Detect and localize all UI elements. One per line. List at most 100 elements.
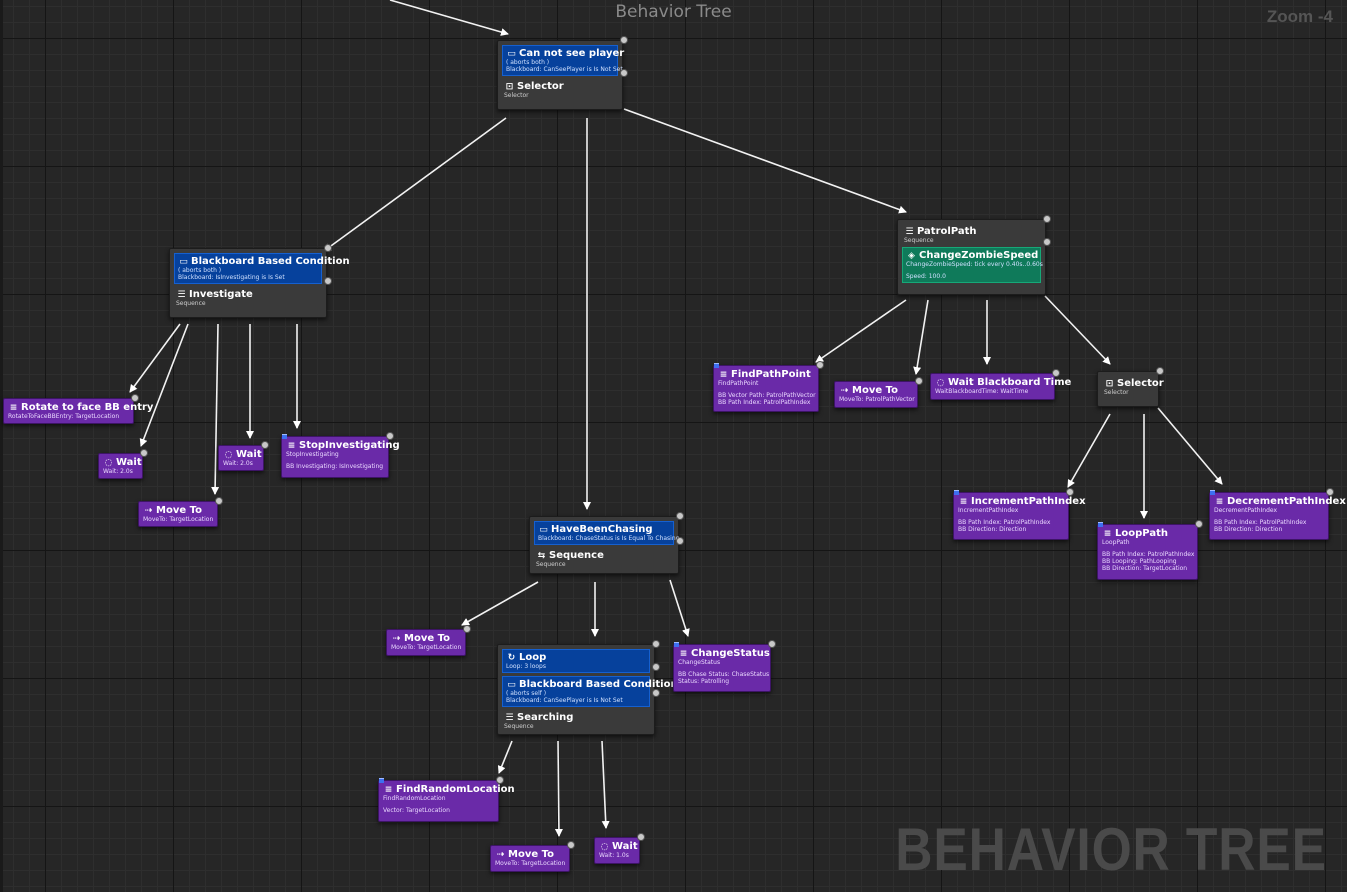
patrol-selector-node[interactable]: ⊡Selector Selector — [1097, 367, 1164, 407]
decorator-abort: ( aborts self ) — [506, 690, 547, 697]
decorator-abort: ( aborts both ) — [506, 59, 550, 66]
node-pin[interactable] — [1156, 367, 1164, 375]
node-pin[interactable] — [261, 441, 269, 449]
task-wait[interactable]: ◌Wait Wait: 1.0s — [594, 833, 645, 864]
wire — [601, 740, 610, 829]
node-pin[interactable] — [140, 449, 148, 457]
wait-icon: ◌ — [936, 378, 945, 388]
decorator-have-been-chasing[interactable]: ▭HaveBeenChasing Blackboard: ChaseStatus… — [534, 521, 679, 545]
node-pin[interactable] — [620, 69, 628, 77]
wait-icon: ◌ — [224, 450, 233, 460]
task-desc: WaitBlackboardTime: WaitTime — [935, 388, 1029, 395]
task-stop-investigating[interactable]: ≡StopInvestigating StopInvestigating BB … — [281, 432, 400, 478]
task-desc: Wait: 2.0s — [223, 460, 253, 467]
task-desc: MoveTo: TargetLocation — [495, 860, 566, 867]
task-decrement-path-index[interactable]: ≡DecrementPathIndex DecrementPathIndex B… — [1209, 488, 1346, 540]
task-wait[interactable]: ◌Wait Wait: 2.0s — [218, 441, 269, 471]
task-title: Move To — [852, 385, 898, 396]
node-pin[interactable] — [1066, 488, 1074, 496]
node-title: PatrolPath — [917, 226, 977, 237]
node-pin[interactable] — [1195, 520, 1203, 528]
node-pin[interactable] — [1326, 488, 1334, 496]
task-desc: StopInvestigating — [286, 451, 339, 458]
node-pin[interactable] — [652, 689, 660, 697]
task-param: BB Path Index: PatrolPathIndex — [718, 399, 811, 406]
task-title: Rotate to face BB entry — [21, 402, 154, 413]
node-pin[interactable] — [567, 841, 575, 849]
node-flag — [282, 434, 287, 439]
task-move-to[interactable]: ⇢Move To MoveTo: PatrolPathVector — [834, 377, 923, 408]
node-pin[interactable] — [496, 776, 504, 784]
move-to-icon: ⇢ — [392, 634, 401, 644]
node-pin[interactable] — [915, 377, 923, 385]
zoom-level: Zoom -4 — [1266, 7, 1333, 26]
node-pin[interactable] — [131, 394, 139, 402]
node-pin[interactable] — [620, 36, 628, 44]
service-change-zombie-speed[interactable]: ◈ChangeZombieSpeed ChangeZombieSpeed: ti… — [902, 247, 1043, 283]
decorator-blackboard-condition[interactable]: ▭Blackboard Based Condition ( aborts bot… — [174, 253, 350, 284]
root-selector-node[interactable]: ▭Can not see player ( aborts both ) Blac… — [497, 36, 628, 110]
node-pin[interactable] — [1043, 238, 1051, 246]
node-pin[interactable] — [1052, 369, 1060, 377]
task-param: BB Path Index: PatrolPathIndex — [958, 519, 1051, 526]
task-find-random-location[interactable]: ≡FindRandomLocation FindRandomLocation V… — [378, 776, 515, 822]
task-desc: FindRandomLocation — [383, 795, 446, 802]
node-pin[interactable] — [637, 833, 645, 841]
task-increment-path-index[interactable]: ≡IncrementPathIndex IncrementPathIndex B… — [953, 488, 1086, 540]
task-param: BB Looping: PathLooping — [1102, 558, 1177, 565]
selector-icon: ⊡ — [1105, 379, 1114, 389]
task-title: LoopPath — [1115, 528, 1168, 539]
task-find-path-point[interactable]: ≡FindPathPoint FindPathPoint BB Vector P… — [713, 361, 824, 412]
node-subtitle: Selector — [504, 92, 529, 99]
service-title: ChangeZombieSpeed — [919, 250, 1039, 261]
node-pin[interactable] — [324, 277, 332, 285]
decorator-title: Blackboard Based Condition — [191, 256, 350, 267]
task-move-to[interactable]: ⇢Move To MoveTo: TargetLocation — [490, 841, 575, 872]
node-pin[interactable] — [676, 537, 684, 545]
decorator-icon: ▭ — [539, 525, 548, 535]
graph-left-edge — [0, 0, 3, 892]
node-flag — [954, 490, 959, 495]
node-pin[interactable] — [324, 244, 332, 252]
investigate-node[interactable]: ▭Blackboard Based Condition ( aborts bot… — [169, 244, 350, 318]
task-rotate-to-face[interactable]: ≡Rotate to face BB entry RotateToFaceBBE… — [3, 394, 153, 424]
node-pin[interactable] — [1043, 215, 1051, 223]
task-icon: ≡ — [1215, 497, 1224, 507]
task-title: FindPathPoint — [731, 369, 811, 380]
task-move-to[interactable]: ⇢Move To MoveTo: TargetLocation — [386, 625, 471, 656]
task-move-to[interactable]: ⇢Move To MoveTo: TargetLocation — [138, 497, 223, 527]
node-pin[interactable] — [652, 663, 660, 671]
node-pin[interactable] — [386, 432, 394, 440]
decorator-blackboard-condition[interactable]: ▭Blackboard Based Condition ( aborts sel… — [502, 676, 678, 707]
task-desc: MoveTo: PatrolPathVector — [839, 396, 915, 403]
task-title: Wait Blackboard Time — [948, 377, 1072, 388]
task-desc: Wait: 1.0s — [599, 852, 629, 859]
have-been-chasing-node[interactable]: ▭HaveBeenChasing Blackboard: ChaseStatus… — [529, 512, 684, 574]
task-desc: FindPathPoint — [718, 380, 759, 387]
node-pin[interactable] — [768, 640, 776, 648]
task-wait[interactable]: ◌Wait Wait: 2.0s — [98, 449, 148, 479]
node-pin[interactable] — [652, 640, 660, 648]
node-pin[interactable] — [816, 361, 824, 369]
wait-icon: ◌ — [104, 458, 113, 468]
task-wait-blackboard-time[interactable]: ◌Wait Blackboard Time WaitBlackboardTime… — [930, 369, 1071, 400]
task-icon: ≡ — [384, 785, 393, 795]
node-pin[interactable] — [215, 497, 223, 505]
task-param: BB Direction: Direction — [1214, 526, 1283, 533]
sequence-icon: ☰ — [505, 713, 514, 723]
node-pin[interactable] — [676, 512, 684, 520]
task-icon: ≡ — [9, 403, 18, 413]
task-title: DecrementPathIndex — [1227, 496, 1346, 507]
wait-icon: ◌ — [600, 842, 609, 852]
node-pin[interactable] — [463, 625, 471, 633]
decorator-loop[interactable]: ↻Loop Loop: 3 loops — [502, 649, 650, 673]
task-icon: ≡ — [1103, 529, 1112, 539]
task-loop-path[interactable]: ≡LoopPath LoopPath BB Path Index: Patrol… — [1097, 520, 1203, 580]
task-desc: RotateToFaceBBEntry: TargetLocation — [8, 413, 120, 420]
decorator-desc: Loop: 3 loops — [506, 663, 546, 670]
decorator-desc: Blackboard: IsInvestigating is Is Set — [178, 274, 285, 281]
task-change-status[interactable]: ≡ChangeStatus ChangeStatus BB Chase Stat… — [673, 640, 776, 692]
decorator-can-not-see-player[interactable]: ▭Can not see player ( aborts both ) Blac… — [502, 45, 624, 76]
searching-node[interactable]: ↻Loop Loop: 3 loops ▭Blackboard Based Co… — [497, 640, 678, 735]
patrol-path-node[interactable]: ☰PatrolPath Sequence ◈ChangeZombieSpeed … — [897, 215, 1051, 295]
